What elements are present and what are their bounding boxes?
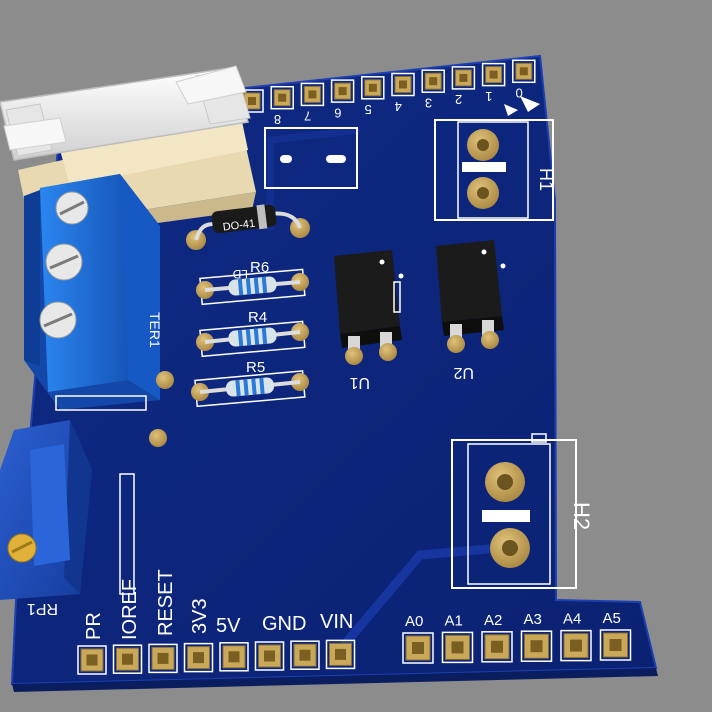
header-pin bbox=[520, 630, 553, 662]
header-pin bbox=[481, 62, 506, 87]
fuse-icon bbox=[0, 65, 251, 161]
header-pin bbox=[599, 629, 632, 661]
terminal-label: TER1 bbox=[147, 312, 163, 348]
pad bbox=[156, 371, 174, 389]
header-pin bbox=[421, 69, 445, 93]
screw-terminal-icon: TER1 bbox=[24, 174, 163, 411]
power-pin-label: PR bbox=[83, 612, 105, 640]
top-pin-label: 7 bbox=[304, 109, 311, 124]
resistor-icon: R5 bbox=[191, 359, 309, 408]
resistor-label: R4 bbox=[248, 309, 267, 326]
optocoupler-icon: U2 bbox=[436, 240, 506, 381]
potentiometer-icon: RP1 bbox=[0, 420, 135, 617]
header-pin bbox=[77, 645, 107, 675]
resistor-label: R6 bbox=[250, 259, 269, 276]
u2-label: U2 bbox=[453, 364, 474, 381]
top-pin-label: 5 bbox=[364, 102, 371, 117]
analog-pin-label: A5 bbox=[603, 610, 621, 627]
header-pin bbox=[441, 631, 474, 664]
header-pin bbox=[254, 641, 285, 671]
top-pin-label: 4 bbox=[395, 99, 402, 114]
power-pin-label: IOREF bbox=[119, 579, 141, 640]
slot-mark bbox=[280, 155, 292, 163]
optocoupler-icon: U1 bbox=[334, 250, 404, 391]
copper-trace bbox=[336, 543, 501, 653]
power-pin-label: 3V3 bbox=[189, 598, 211, 634]
top-pin-label: 0 bbox=[515, 86, 522, 101]
h1-label: H1 bbox=[536, 168, 556, 191]
power-pin-label: RESET bbox=[155, 569, 177, 636]
header-pin bbox=[325, 639, 356, 670]
header-pin bbox=[451, 66, 476, 90]
header-pin bbox=[219, 642, 249, 672]
header-pin bbox=[481, 631, 513, 663]
top-pin-label: 8 bbox=[274, 112, 281, 127]
header-pin bbox=[330, 79, 355, 103]
analog-pin-header: A0 A1 A2 A3 A4 A5 bbox=[402, 610, 632, 664]
header-pin bbox=[270, 85, 294, 110]
power-pin-label: VIN bbox=[320, 611, 353, 633]
h2-connector: H2 bbox=[451, 433, 594, 589]
resistor-extra-label: LD bbox=[232, 267, 248, 281]
analog-pin-label: A0 bbox=[405, 613, 423, 630]
header-pin bbox=[290, 640, 320, 670]
analog-pin-label: A2 bbox=[484, 612, 502, 629]
header-pin bbox=[300, 82, 325, 107]
diode-icon: DO-41 bbox=[186, 204, 310, 250]
top-pin-label: 1 bbox=[485, 89, 492, 104]
header-pin bbox=[391, 72, 415, 97]
h2-label: H2 bbox=[569, 502, 594, 530]
analog-pin-label: A1 bbox=[445, 612, 463, 629]
slot-mark bbox=[326, 155, 346, 163]
resistor-icon: R4 bbox=[196, 309, 309, 358]
analog-pin-label: A3 bbox=[524, 611, 542, 628]
header-pin bbox=[112, 644, 143, 674]
top-pin-label: 3 bbox=[425, 96, 432, 111]
pad bbox=[149, 429, 167, 447]
pot-label: RP1 bbox=[27, 600, 58, 617]
header-pin bbox=[183, 642, 214, 673]
top-pin-label: 2 bbox=[455, 92, 462, 107]
header-pin bbox=[512, 59, 536, 84]
pin1-arrow-icon bbox=[504, 104, 518, 116]
power-pin-label: 5V bbox=[216, 615, 241, 637]
header-pin bbox=[148, 643, 178, 674]
header-pin bbox=[560, 629, 592, 662]
top-pin-label: 6 bbox=[334, 105, 341, 120]
top-pin-header: 8 7 6 5 4 3 2 1 0 bbox=[240, 59, 536, 127]
header-pin bbox=[361, 76, 385, 100]
analog-pin-label: A4 bbox=[563, 611, 581, 628]
diode-label: DO-41 bbox=[222, 218, 256, 234]
copper-trace bbox=[266, 126, 361, 230]
silkscreen-outline bbox=[264, 127, 358, 189]
u1-label: U1 bbox=[349, 374, 370, 391]
pin1-arrow-icon bbox=[520, 96, 540, 112]
power-pin-label: GND bbox=[262, 613, 306, 635]
h1-connector: H1 bbox=[434, 96, 556, 221]
header-pin bbox=[402, 632, 434, 664]
resistor-label: R5 bbox=[246, 359, 265, 376]
